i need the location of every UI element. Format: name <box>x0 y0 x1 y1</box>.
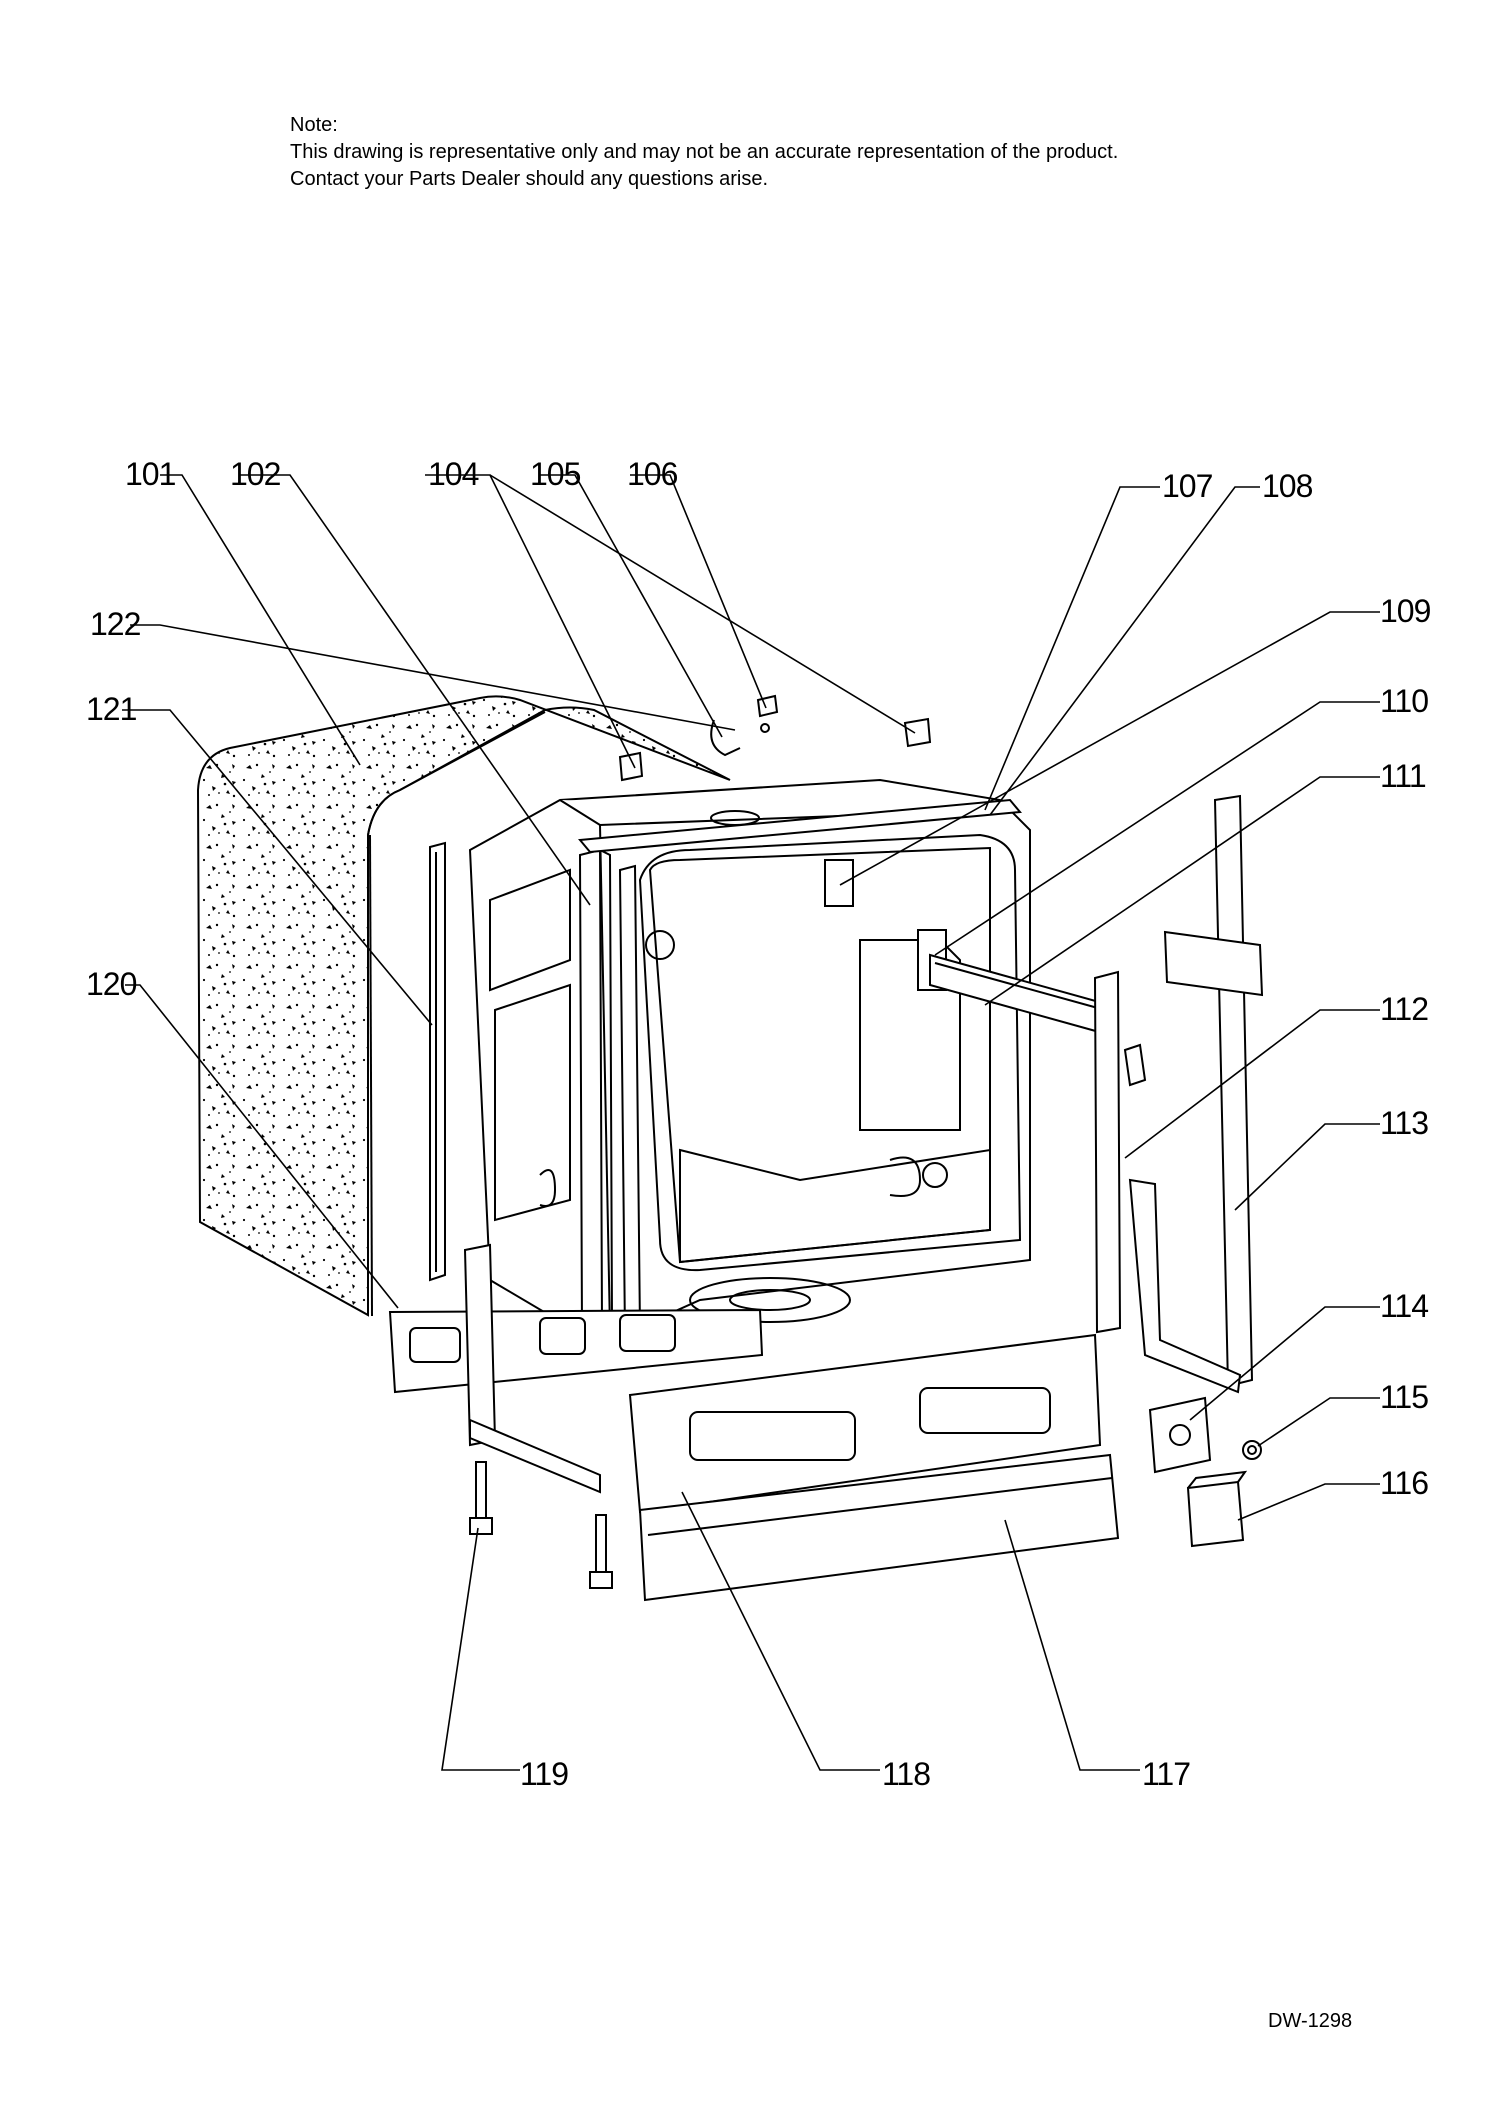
side-trim-strip <box>429 841 446 1282</box>
dishwasher-tub <box>468 778 1031 1347</box>
note-line-2: Contact your Parts Dealer should any que… <box>290 168 769 190</box>
note-heading: Note: <box>290 114 338 136</box>
callout-113: 113 <box>1380 1105 1428 1141</box>
callout-115: 115 <box>1380 1379 1428 1415</box>
callout-117: 117 <box>1142 1756 1190 1792</box>
callout-110: 110 <box>1380 683 1428 719</box>
disclaimer-note: Note: This drawing is representative onl… <box>290 112 1118 193</box>
callout-107: 107 <box>1162 468 1213 504</box>
callout-105: 105 <box>530 456 581 492</box>
junction-box <box>1186 1470 1248 1548</box>
right-side-strip <box>1093 970 1122 1334</box>
callout-112: 112 <box>1380 991 1428 1027</box>
callout-106: 106 <box>627 456 678 492</box>
callout-118: 118 <box>882 1756 930 1792</box>
top-rail <box>578 798 1022 854</box>
toe-kick-bracket <box>628 1333 1102 1514</box>
callout-120: 120 <box>86 966 137 1002</box>
side-mounting-bracket <box>1128 794 1264 1394</box>
rack-slide-assembly <box>824 859 1147 1087</box>
callout-122: 122 <box>90 606 141 642</box>
note-line-1: This drawing is representative only and … <box>290 141 1119 163</box>
insulation-blanket <box>196 695 731 1317</box>
callout-101: 101 <box>125 456 176 492</box>
callout-labels: 101 102 104 105 106 107 108 109 110 111 … <box>86 456 1432 1792</box>
callout-102: 102 <box>230 456 281 492</box>
callout-119: 119 <box>520 1756 568 1792</box>
callout-121: 121 <box>86 691 137 727</box>
lower-front-panel <box>388 1308 764 1394</box>
callout-109: 109 <box>1380 593 1431 629</box>
callout-111: 111 <box>1380 758 1426 794</box>
junction-bracket <box>1148 1396 1212 1474</box>
callout-116: 116 <box>1380 1465 1428 1501</box>
leveling-legs-frame <box>463 1243 613 1589</box>
drawing-code: DW-1298 <box>1268 2010 1353 2032</box>
toe-kick-panel <box>638 1453 1120 1602</box>
top-brackets <box>618 694 932 782</box>
strain-relief-nut <box>1242 1440 1262 1460</box>
callout-leaders <box>122 474 1380 1771</box>
callout-104: 104 <box>428 456 479 492</box>
callout-108: 108 <box>1262 468 1313 504</box>
callout-114: 114 <box>1380 1288 1428 1324</box>
